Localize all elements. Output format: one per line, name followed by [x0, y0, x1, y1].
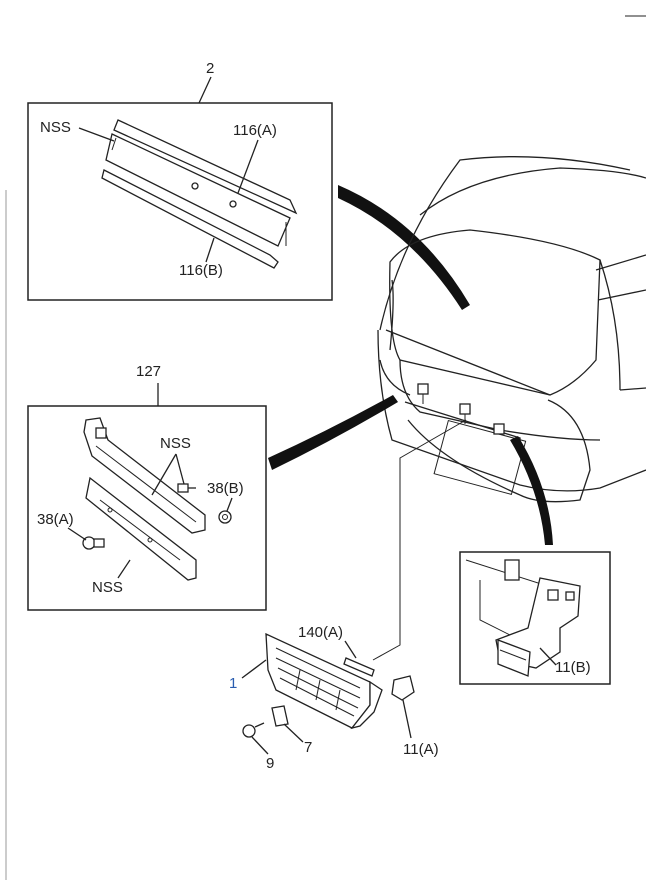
clip-11a	[391, 675, 415, 701]
inset-box-latch: 11(B)	[459, 551, 611, 685]
label-1: 1	[229, 675, 237, 692]
screw-nss	[177, 483, 196, 493]
pointer-arrow-top	[338, 185, 470, 310]
bolt-38b	[218, 510, 232, 524]
label-140a: 140(A)	[298, 624, 343, 641]
label-2: 2	[206, 60, 214, 77]
clip-7	[271, 705, 289, 727]
label-38b: 38(B)	[207, 480, 244, 497]
label-nss-mid2: NSS	[92, 579, 123, 596]
label-nss-mid1: NSS	[160, 435, 191, 452]
van-rear-view	[377, 156, 646, 503]
bolt-38a	[82, 536, 105, 550]
molding-strip	[101, 119, 298, 269]
label-116a: 116(A)	[233, 122, 277, 139]
label-116b: 116(B)	[179, 262, 223, 279]
label-38a: 38(A)	[37, 511, 74, 528]
grille-assembly	[265, 632, 383, 730]
label-11a: 11(A)	[403, 741, 439, 758]
label-11b: 11(B)	[555, 659, 591, 676]
label-7: 7	[304, 739, 312, 756]
screw-9	[242, 722, 265, 738]
pointer-arrow-mid	[268, 395, 398, 470]
inset-box-bracket: 127 NSS 38(B) 38(A)	[27, 363, 267, 611]
pointer-arrow-right	[510, 436, 553, 545]
emblem-140a	[343, 657, 375, 677]
inset-box-molding: 2 NSS 116(A) 116(B)	[27, 60, 333, 301]
label-nss-top: NSS	[40, 119, 71, 136]
leader-line-140	[372, 419, 467, 661]
label-9: 9	[266, 755, 274, 772]
label-127: 127	[136, 363, 161, 380]
bracket-bar	[83, 417, 206, 581]
